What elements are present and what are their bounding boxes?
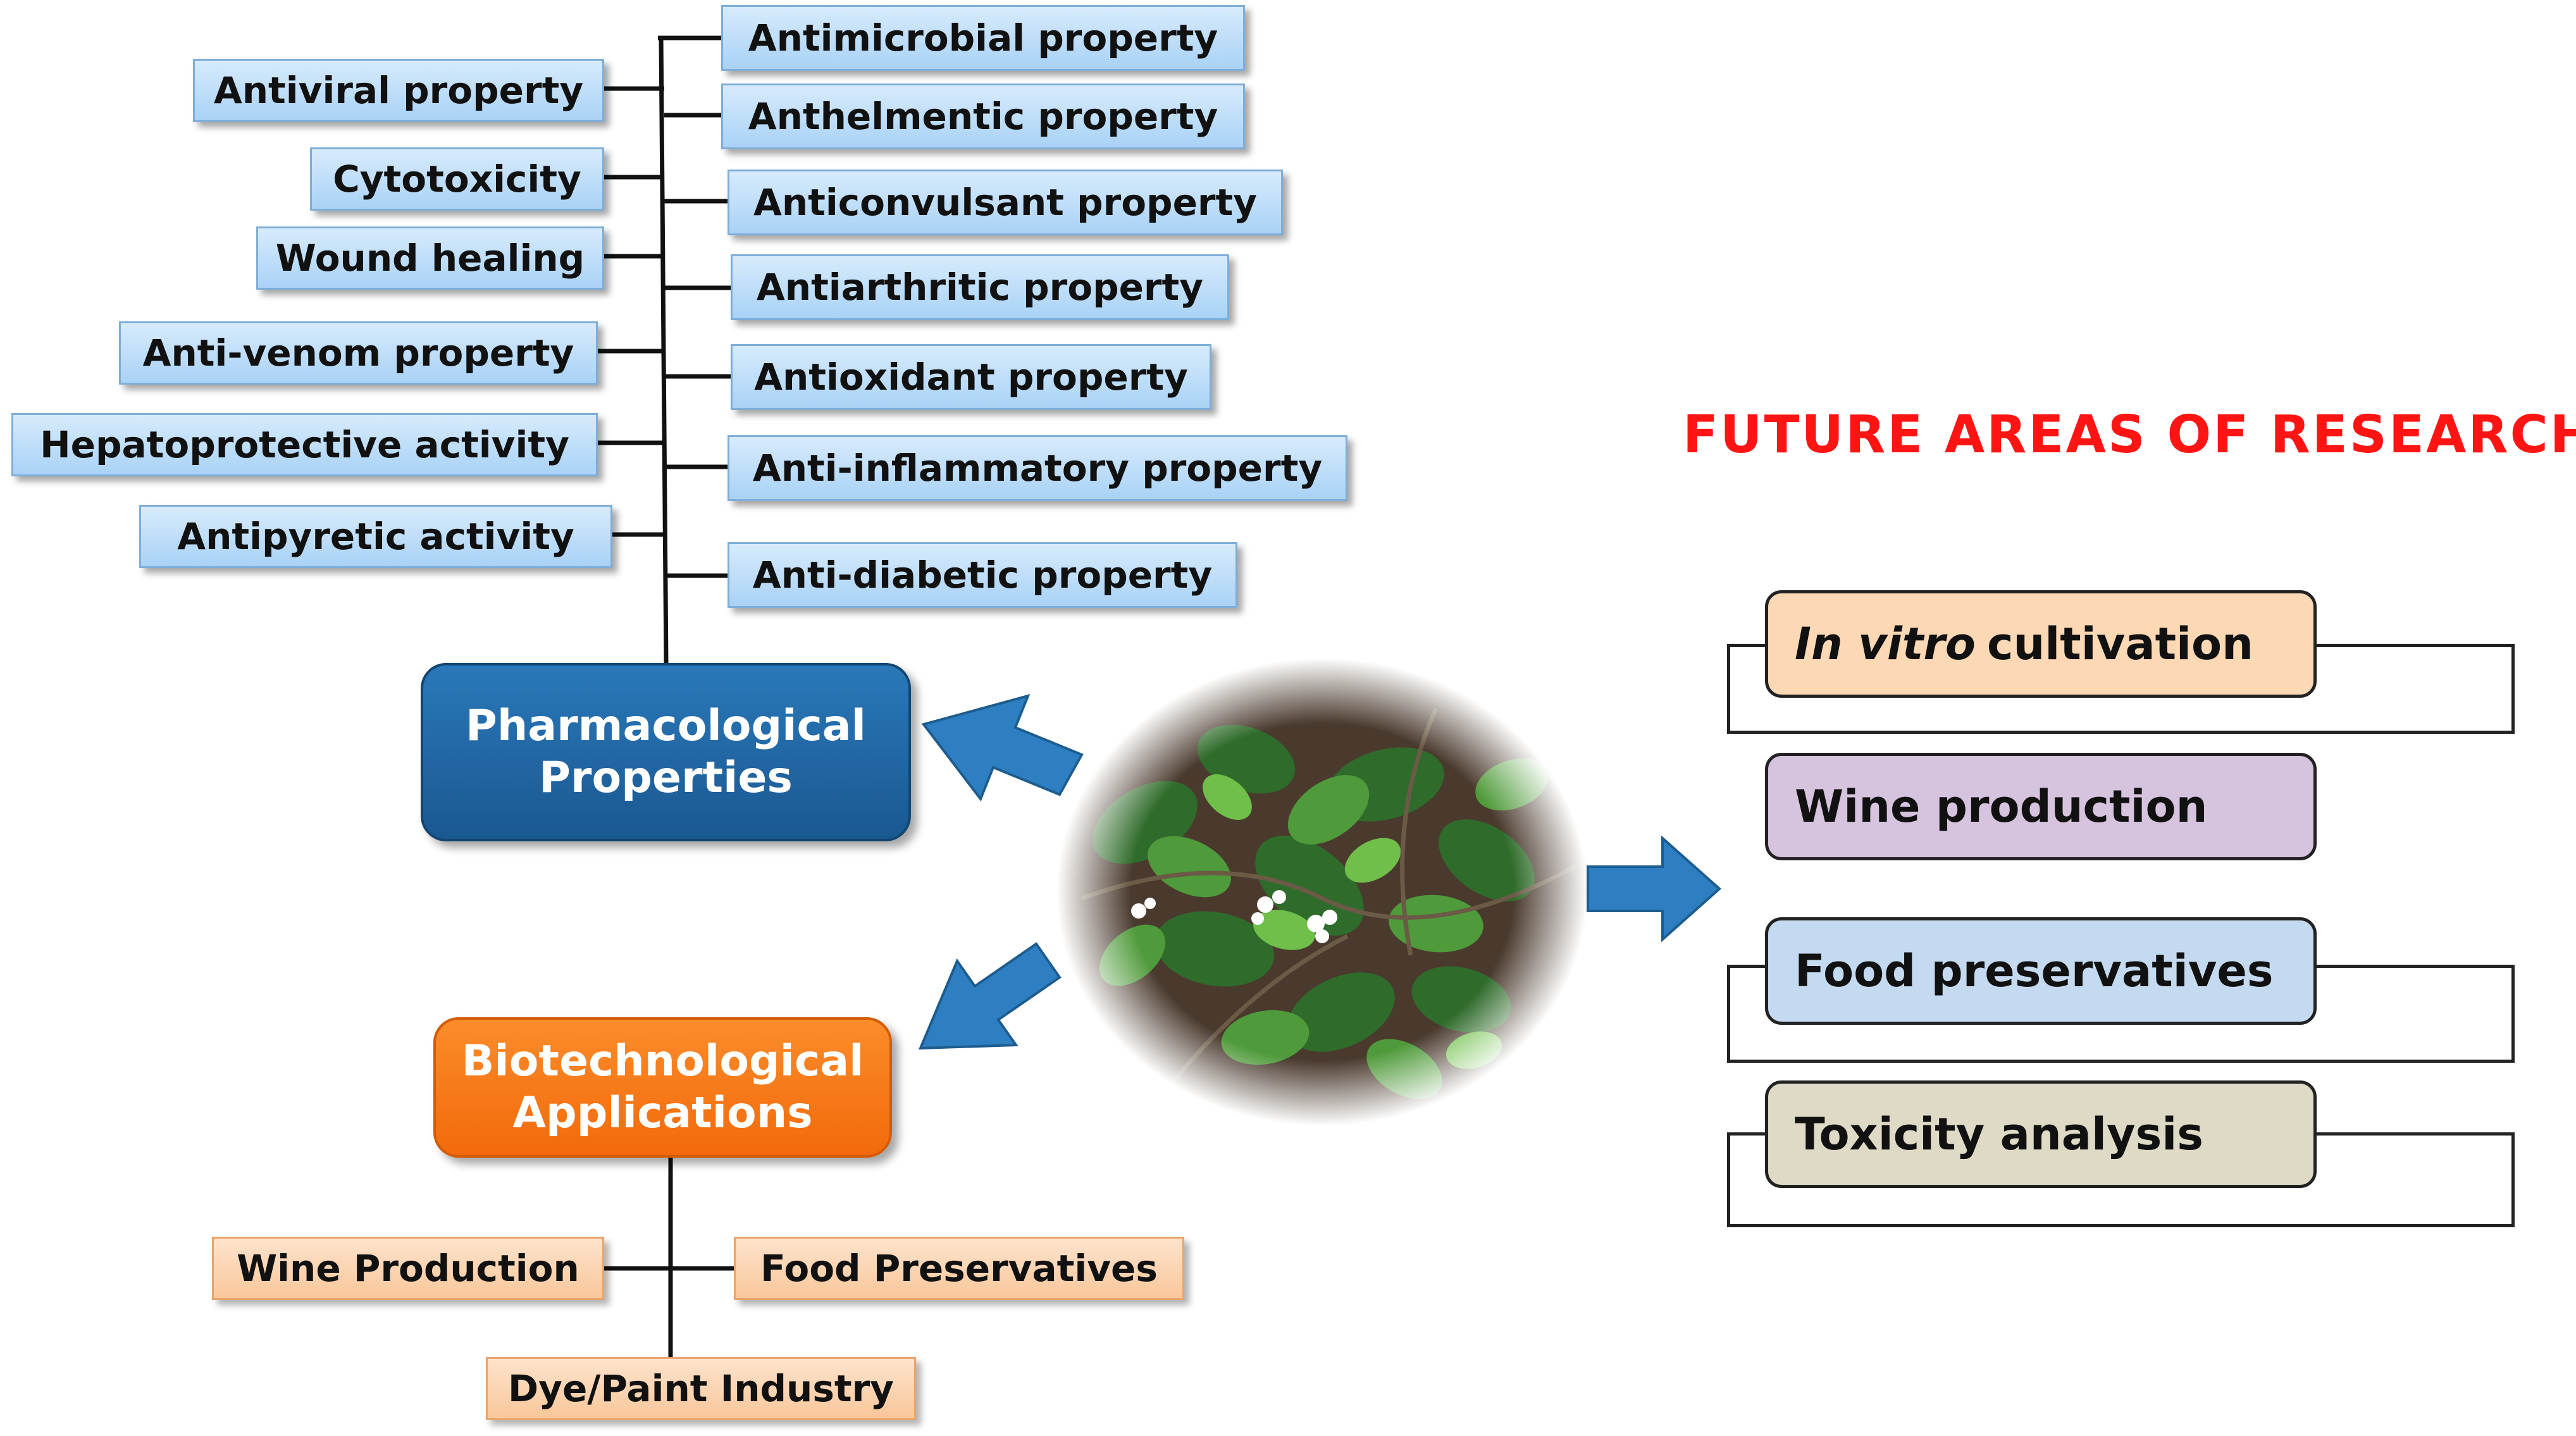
biotech-hub-line2: Applications bbox=[512, 1088, 813, 1138]
property-anti-diabetic: Anti-diabetic property bbox=[728, 542, 1237, 608]
future-in-vitro-cultivation: In vitro cultivation bbox=[1765, 590, 2317, 698]
future-item-text: Toxicity analysis bbox=[1795, 1108, 2203, 1160]
property-anticonvulsant: Anticonvulsant property bbox=[728, 170, 1283, 235]
future-item-italic: In vitro bbox=[1795, 618, 1976, 670]
property-antiviral: Antiviral property bbox=[193, 59, 604, 122]
biotech-food-preservatives: Food Preservatives bbox=[734, 1237, 1184, 1300]
biotech-hub-line1: Biotechnological bbox=[461, 1036, 864, 1086]
plant-photo bbox=[1056, 658, 1588, 1126]
property-hepatoprotective: Hepatoprotective activity bbox=[11, 413, 598, 476]
biotech-wine-production: Wine Production bbox=[212, 1237, 604, 1300]
arrow-to-pharmacology bbox=[921, 694, 1084, 802]
future-food-preservatives: Food preservatives bbox=[1765, 917, 2317, 1025]
pharmacological-properties-hub: Pharmacological Properties bbox=[421, 663, 911, 841]
biotech-dye-paint-industry: Dye/Paint Industry bbox=[486, 1357, 916, 1420]
future-research-title: FUTURE AREAS OF RESEARCH bbox=[1683, 405, 2576, 465]
property-antiarthritic: Antiarthritic property bbox=[731, 254, 1229, 320]
pharma-hub-line2: Properties bbox=[539, 753, 793, 803]
arrow-group bbox=[918, 694, 1722, 1050]
future-wine-production: Wine production bbox=[1765, 753, 2317, 860]
property-anti-inflammatory: Anti-inflammatory property bbox=[728, 435, 1347, 501]
arrow-to-future-research bbox=[1587, 835, 1722, 943]
arrow-to-biotechnology bbox=[918, 942, 1062, 1050]
future-item-text: Wine production bbox=[1795, 781, 2208, 833]
future-toxicity-analysis: Toxicity analysis bbox=[1765, 1080, 2317, 1188]
biotechnological-applications-hub: Biotechnological Applications bbox=[433, 1017, 892, 1158]
property-antipyretic: Antipyretic activity bbox=[139, 505, 612, 568]
property-anthelmentic: Anthelmentic property bbox=[721, 84, 1245, 149]
property-antioxidant: Antioxidant property bbox=[731, 344, 1211, 410]
future-item-text: cultivation bbox=[1986, 618, 2253, 670]
future-item-text: Food preservatives bbox=[1795, 945, 2274, 997]
pharma-hub-line1: Pharmacological bbox=[466, 701, 866, 751]
property-antimicrobial: Antimicrobial property bbox=[721, 5, 1245, 71]
property-wound-healing: Wound healing bbox=[256, 226, 604, 290]
property-cytotoxicity: Cytotoxicity bbox=[310, 147, 604, 211]
property-anti-venom: Anti-venom property bbox=[119, 321, 598, 385]
